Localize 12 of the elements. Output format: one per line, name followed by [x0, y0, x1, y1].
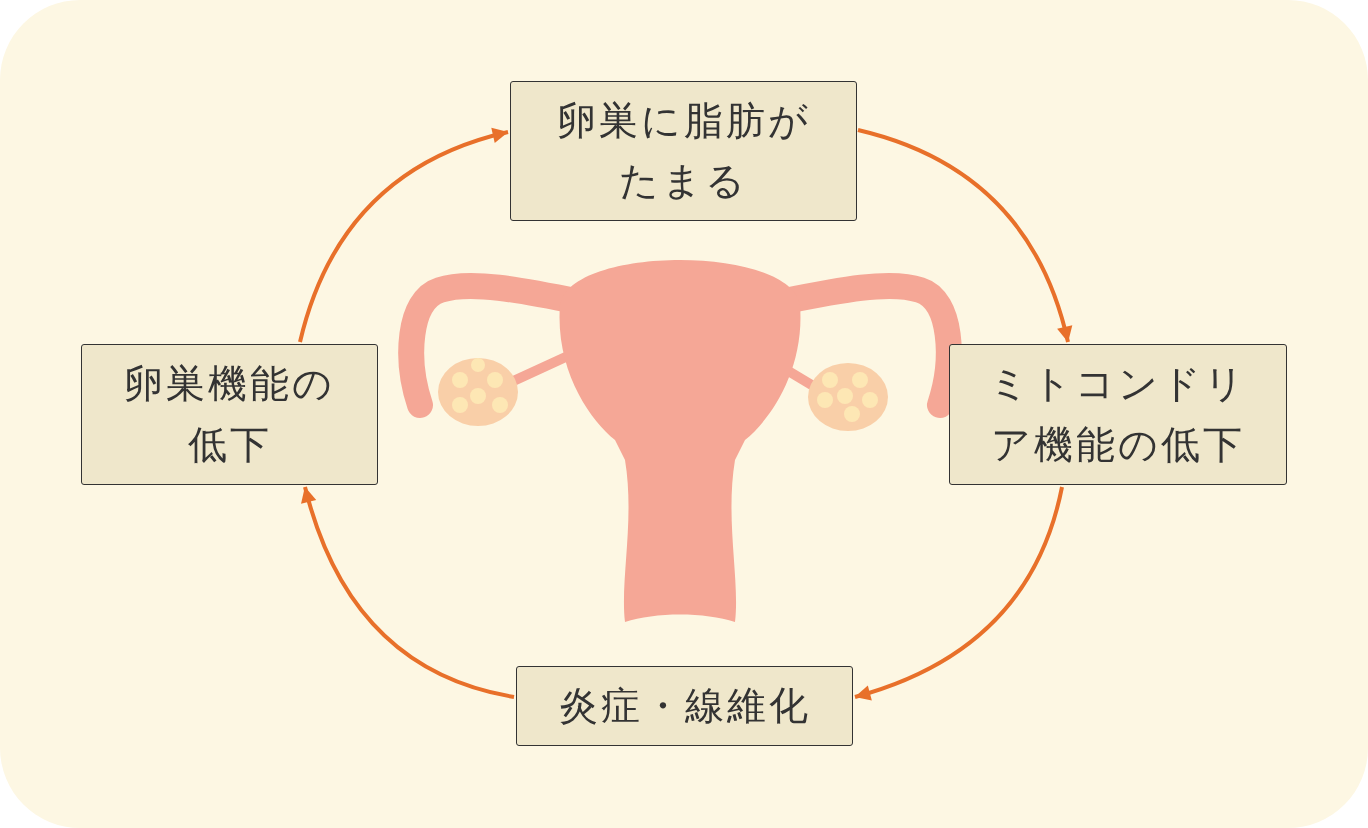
step-text: 炎症・線維化	[558, 681, 811, 730]
step-text: 卵巣機能の低下	[123, 360, 336, 469]
process-box	[510, 81, 857, 221]
process-box	[949, 344, 1287, 485]
arrow	[298, 128, 509, 343]
arrow	[857, 128, 1072, 343]
process-box	[81, 344, 378, 485]
arrow	[301, 486, 515, 699]
arrow	[854, 486, 1064, 700]
step-text: ミトコンドリア機能の低下	[988, 360, 1248, 469]
process-box	[516, 666, 853, 746]
step-text: 卵巣に脂肪がたまる	[555, 96, 812, 205]
